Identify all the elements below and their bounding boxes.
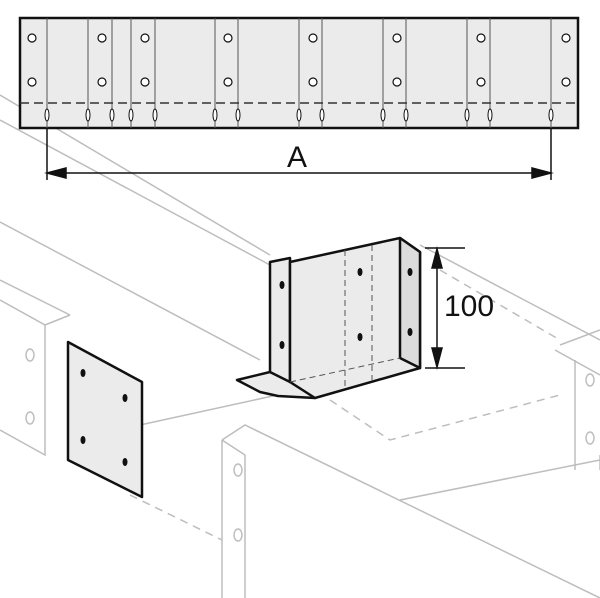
strip-hole [140,33,150,43]
slot [152,108,158,122]
strip-hole [561,33,571,43]
slot [212,108,218,122]
bracket-holes [279,268,413,349]
strip-hole [97,77,107,87]
slot [464,108,470,122]
strip-hole [561,77,571,87]
strip-hole [308,77,318,87]
slot [487,108,493,122]
slot [548,108,554,122]
dimension-100-label: 100 [444,290,494,323]
slot [380,108,386,122]
strip-hole [308,33,318,43]
slot [235,108,241,122]
strip-hole [223,33,233,43]
strip-hole [97,33,107,43]
strip-hole [27,33,37,43]
cable-tray-outline [0,94,600,598]
bracket-fold-lines [289,245,401,388]
slot [109,108,115,122]
flat-strip [18,16,580,130]
slot [403,108,409,122]
dimension-a [44,128,554,180]
strip-hole [392,77,402,87]
slot [128,108,134,122]
tray-holes [25,348,595,542]
strip-hole [476,77,486,87]
strip-hole [223,77,233,87]
strip-hole [27,77,37,87]
strip-hole [140,77,150,87]
slot [85,108,91,122]
slot [319,108,325,122]
strip-hole [476,33,486,43]
dimension-100 [425,246,465,370]
splice-plate [66,340,144,499]
slot [296,108,302,122]
strip-hole [392,33,402,43]
angle-bracket [235,236,422,400]
slot [44,108,50,122]
dimension-a-label: A [287,141,307,174]
